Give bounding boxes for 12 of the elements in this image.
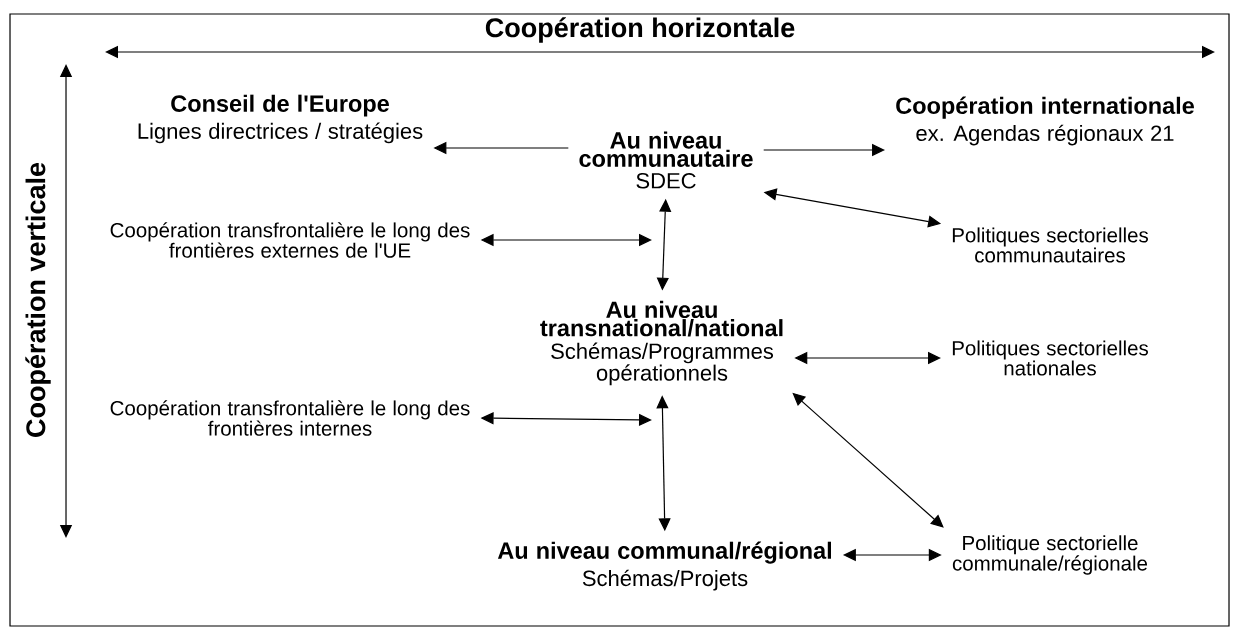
- text-label: Politique sectorielle communale/régionale: [952, 535, 1148, 575]
- text-label: Coopération transfrontalière le long des frontières externes de l'UE: [110, 222, 470, 258]
- text-label: Au niveau communal/régional Schémas/Projets: [497, 541, 831, 591]
- axis-label: Coopération horizontale: [485, 17, 795, 43]
- axis-label: Coopération verticale: [25, 162, 51, 437]
- text-label: Conseil de l'Europe Lignes directrices / stratégies: [138, 94, 423, 144]
- text-label: Coopération transfrontalière le long des frontières internes: [110, 400, 470, 436]
- text-label: Au niveau communautaire SDEC: [579, 131, 753, 189]
- text-label: Coopération internationale ex. Agendas régionaux 21: [896, 96, 1194, 146]
- text-label: Politiques sectorielles nationales: [952, 340, 1148, 376]
- text-label: Au niveau transnational/national Schémas/Programmes opérationnels: [540, 300, 783, 386]
- text-label: Politiques sectorielles communautaires: [952, 227, 1148, 263]
